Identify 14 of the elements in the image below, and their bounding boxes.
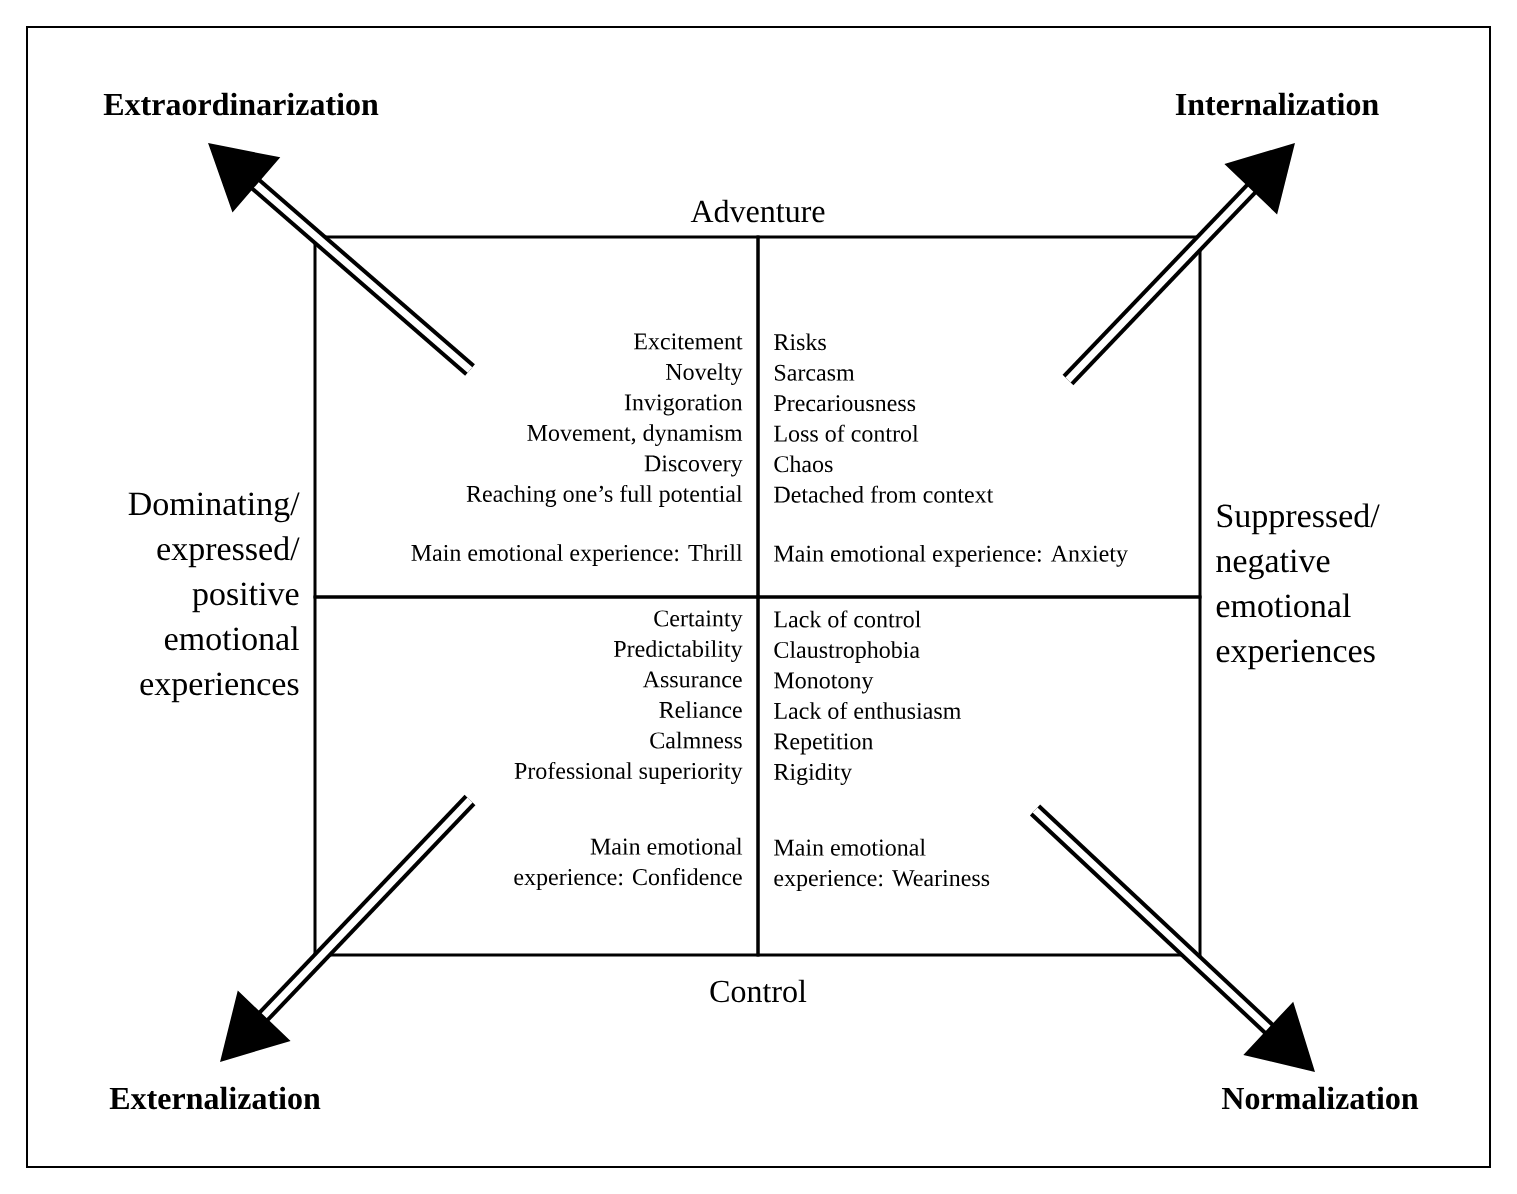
side-label: Dominating/ expressed/ positive emotional experiences [128,492,300,703]
double-arrow [220,794,476,1062]
heading-label: Extraordinarization [103,92,379,116]
heading-label: Externalization [109,1086,321,1110]
heading-label: Internalization [1175,92,1379,116]
quadrant-box: Certainty Predictability Assurance Reliance Calmness Professional superiority Main emotional experience: Confidence [313,595,760,957]
axis-label: Adventure [690,199,825,223]
heading-label: Normalization [1221,1086,1419,1110]
quadrant-box: Excitement Novelty Invigoration Movement, dynamism Discovery Reaching one’s full potential Main emotional experience: Thrill [313,235,760,599]
double-arrow [1062,143,1295,386]
quadrant-box: Lack of control Claustrophobia Monotony Lack of enthusiasm Repetition Rigidity Main emotional experience: Weariness [756,595,1202,957]
axis-label: Control [710,979,807,1003]
quadrant-box: Risks Sarcasm Precariousness Loss of control Chaos Detached from context Main emotional experience: Anxiety [756,235,1202,599]
side-label: Suppressed/ negative emotional experiences [1216,503,1380,670]
